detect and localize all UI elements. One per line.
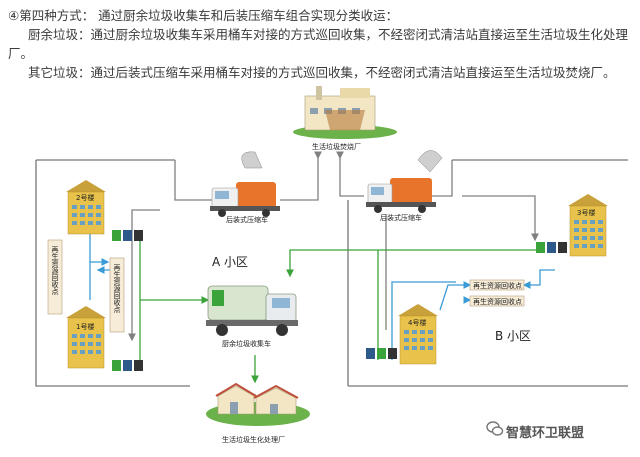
building-1-label: 1号楼	[76, 322, 94, 331]
kitchen-truck-label: 厨余垃圾收集车	[222, 339, 271, 348]
incinerator-icon	[293, 86, 397, 139]
compactor-truck-right	[366, 150, 443, 213]
recycle-box-right-2	[469, 295, 525, 307]
watermark-text: 智慧环卫联盟	[506, 426, 585, 441]
zone-b-label: B 小区	[495, 329, 531, 343]
kitchen-waste-truck	[206, 285, 298, 336]
method-title: ④第四种方式： 通过厨余垃圾收集车和后装压缩车组合实现分类收运：	[8, 8, 399, 23]
recycle-right-2-label: 再生资源回收点	[473, 297, 522, 306]
zone-b-border	[347, 159, 628, 387]
building-4-icon	[398, 304, 438, 365]
kitchen-waste-route	[139, 233, 540, 384]
building-2-icon	[66, 180, 106, 235]
recycle-right-1-label: 再生资源回收点	[473, 281, 522, 290]
wechat-icon	[486, 421, 504, 436]
other-waste-route	[128, 151, 539, 342]
bins-near-building-1	[112, 360, 143, 371]
building-4-label: 4号楼	[408, 318, 426, 327]
bins-near-building-3	[536, 242, 567, 253]
bio-plant-label: 生活垃圾生化处理厂	[222, 435, 285, 444]
recycle-left-inner-label: 再生资源回收点	[113, 264, 121, 314]
building-3-label: 3号楼	[577, 208, 595, 217]
building-3-icon	[568, 194, 608, 257]
recycle-left-outer-label: 再生资源回收点	[51, 246, 59, 296]
zone-a-label: A 小区	[212, 255, 248, 269]
description-text: ④第四种方式： 通过厨余垃圾收集车和后装压缩车组合实现分类收运： 厨余垃圾：通过…	[8, 6, 632, 82]
other-waste-desc: 其它垃圾：通过后装式压缩车采用桶车对接的方式巡回收集，不经密闭式清洁站直接运至生…	[28, 65, 616, 80]
recycle-box-right-1	[469, 279, 525, 291]
recycle-box-left-outer	[47, 239, 63, 315]
building-2-label: 2号楼	[76, 193, 94, 202]
bio-plant-icon	[206, 382, 310, 426]
bins-near-building-2	[112, 230, 143, 241]
zone-a-border	[35, 159, 190, 387]
bins-near-building-4	[366, 348, 397, 359]
building-1-icon	[66, 306, 106, 369]
incinerator-label: 生活垃圾焚烧厂	[312, 142, 361, 151]
compactor-truck-left	[210, 151, 280, 217]
compactor-left-label: 后装式压缩车	[226, 215, 268, 224]
recycle-route	[89, 232, 555, 360]
compactor-right-label: 后装式压缩车	[380, 213, 422, 222]
kitchen-waste-desc: 厨余垃圾：通过厨余垃圾收集车采用桶车对接的方式巡回收集，不经密闭式清洁站直接运至…	[8, 27, 629, 61]
recycle-box-left-inner	[109, 257, 125, 333]
